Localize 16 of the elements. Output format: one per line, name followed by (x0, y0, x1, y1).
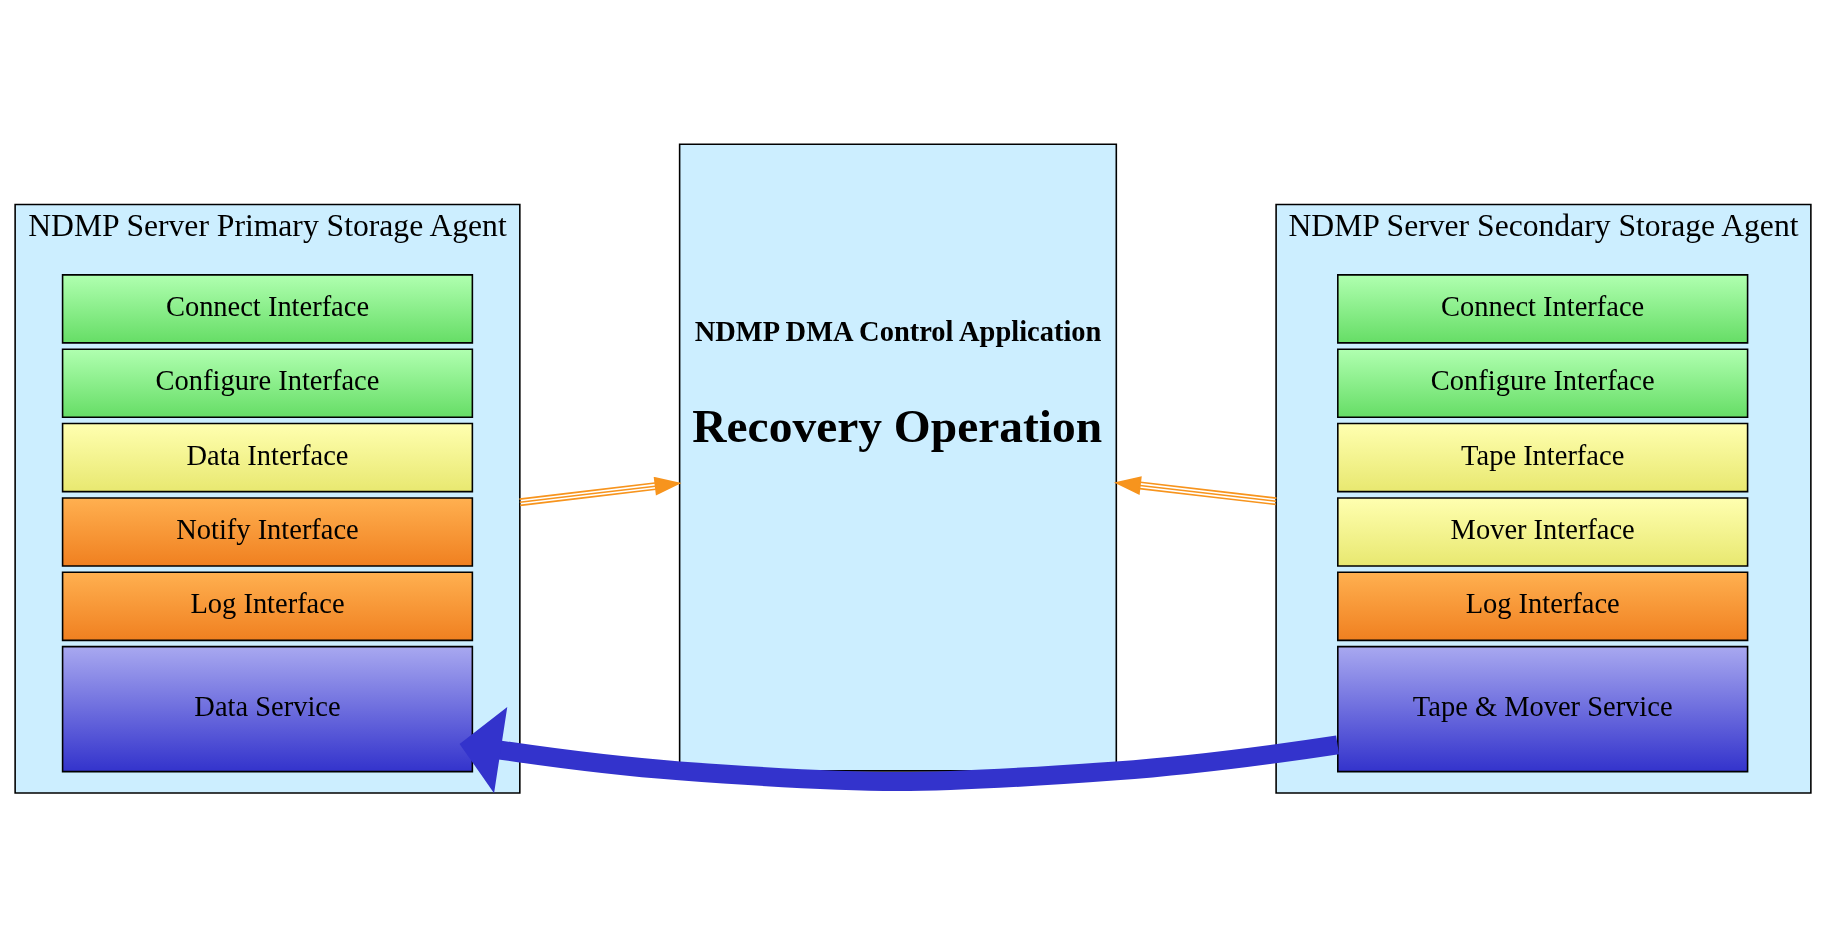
node-box: Log Interface (1337, 571, 1749, 641)
arrow (1113, 475, 1278, 505)
node-box: Tape Interface (1337, 422, 1749, 492)
node-box: Mover Interface (1337, 496, 1749, 567)
node-box: Connect Interface (61, 273, 474, 344)
node-box: Tape & Mover Service (1337, 645, 1749, 772)
arrow (518, 476, 682, 506)
arrow (459, 706, 1339, 793)
node-box: Notify Interface (61, 496, 474, 567)
node-box: Connect Interface (1337, 273, 1749, 344)
node-box: Data Service (61, 645, 474, 772)
node-box: Data Interface (61, 422, 474, 492)
node-box: NDMP DMA Control Application Recovery Operation (678, 143, 1118, 772)
node-box: Configure Interface (61, 347, 474, 418)
node-box: Log Interface (61, 571, 474, 641)
node-box: Configure Interface (1337, 347, 1749, 418)
